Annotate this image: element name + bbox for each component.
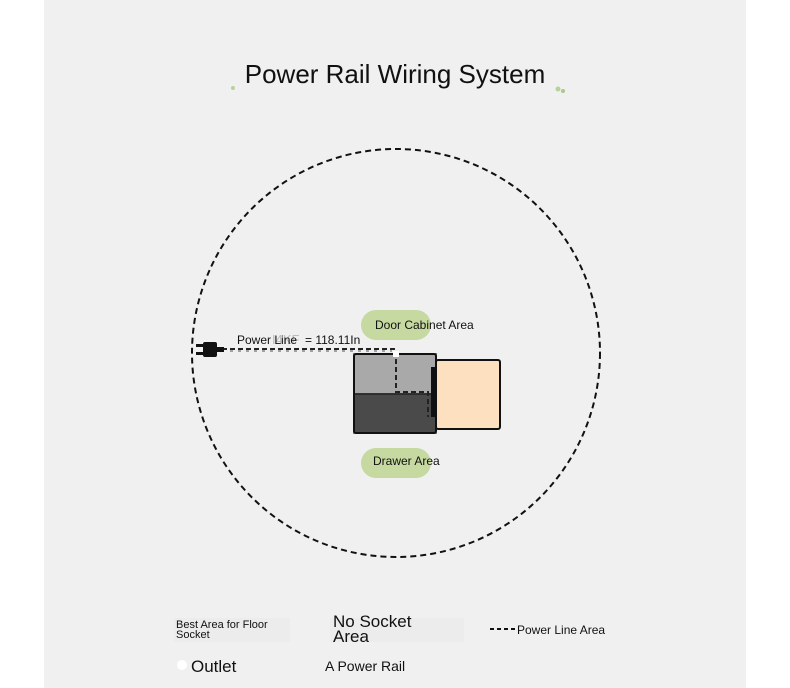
cabinet-drawer-section — [353, 393, 437, 434]
power-line-name: Power Line — [237, 333, 298, 347]
plug-icon — [196, 342, 224, 357]
title-sprig-icon — [231, 86, 565, 93]
power-line-length-value: 118.11In — [315, 333, 361, 347]
legend-power-rail-label: A Power Rail — [325, 658, 406, 674]
drawer-area-pill — [361, 448, 431, 478]
power-rail — [431, 367, 435, 417]
legend-best-area-label: Best Area for Floor Socket — [176, 619, 268, 641]
diagram-canvas: Power Rail Wiring System — [44, 0, 746, 688]
adjacent-cabinet-box — [435, 359, 501, 430]
line-entry-marker — [393, 351, 399, 357]
legend-no-socket-line1: No Socket — [333, 612, 412, 631]
legend-no-socket-swatch — [330, 618, 464, 642]
door-cabinet-area-pill — [361, 310, 431, 340]
power-line-route — [222, 348, 429, 417]
power-line-ghost-text: I4KF — [272, 332, 300, 347]
legend-best-area-line2: Socket — [176, 629, 210, 641]
power-line-length-prefix: = — [305, 333, 316, 347]
legend-outlet-label: Outlet — [191, 657, 237, 676]
outlet-icon — [177, 660, 187, 670]
diagram-title: Power Rail Wiring System — [244, 59, 546, 89]
power-line-label: Power Line — [237, 333, 297, 347]
legend-power-line-area-label: Power Line Area — [517, 623, 606, 637]
power-line-length: = 118.11In — [305, 333, 360, 347]
legend-best-area-swatch — [174, 618, 290, 642]
wiring-reach-circle — [191, 148, 601, 558]
door-cabinet-area-label: Door Cabinet Area — [375, 318, 474, 332]
legend-best-area-line1: Best Area for Floor — [176, 619, 268, 631]
legend-no-socket-line2: Area — [333, 627, 369, 646]
drawer-area-label: Drawer Area — [373, 454, 440, 468]
legend-no-socket-label: No Socket Area — [333, 612, 412, 646]
